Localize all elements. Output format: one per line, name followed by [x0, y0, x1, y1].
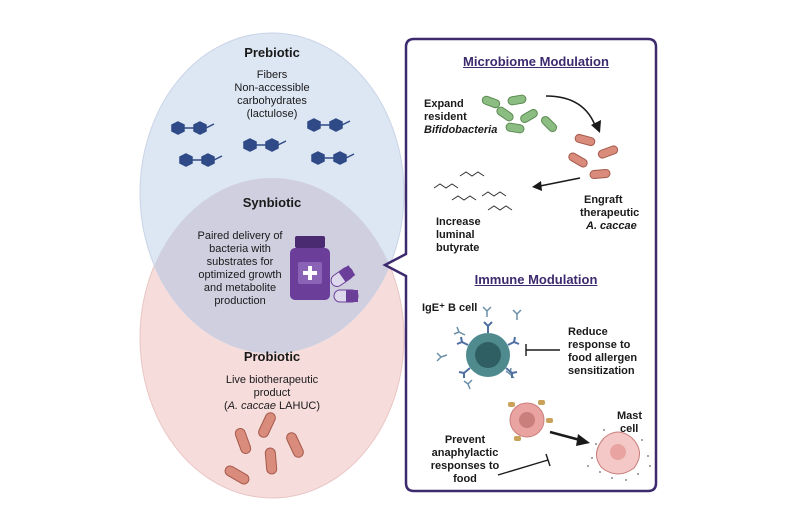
modulation-panel: [382, 37, 658, 493]
prebiotic-line4: (lactulose): [246, 108, 298, 120]
prebiotic-line1: Fibers: [256, 69, 288, 81]
synbiotic-title: Synbiotic: [242, 195, 302, 210]
prebiotic-line2: Non-accessible: [234, 82, 310, 94]
prevent-line: responses to: [430, 460, 500, 472]
probiotic-line2: product: [253, 387, 291, 399]
reduce-line: response to: [568, 339, 631, 351]
synbiotic-line: Paired delivery of: [197, 230, 283, 242]
prevent-line: anaphylactic: [431, 447, 499, 459]
fiber-molecule-icon: [171, 118, 355, 167]
probiotic-line1: Live biotherapeutic: [225, 374, 319, 386]
expand-line2: resident: [424, 111, 467, 123]
synbiotic-line: optimized growth: [198, 269, 282, 281]
probiotic-title: Probiotic: [243, 349, 301, 364]
synbiotic-line: substrates for: [206, 256, 274, 268]
synbiotic-line: production: [214, 295, 266, 307]
expand-line3: Bifidobacteria: [424, 124, 498, 136]
bifidobacteria-icon: [481, 94, 558, 134]
engraft-line2: therapeutic: [580, 207, 640, 219]
mast-cell-icon: [508, 400, 553, 441]
butyrate-line2: luminal: [436, 229, 475, 241]
caccae-engraft-icon: [568, 133, 619, 180]
mast-line1: Mast: [617, 410, 643, 422]
synbiotic-overlap: [140, 178, 404, 353]
degranulation-arrow: [549, 430, 590, 446]
microbiome-arrows: [532, 95, 601, 191]
reduce-line: food allergen: [568, 352, 638, 364]
inhibition-line: [497, 344, 560, 476]
capsule-icon: [330, 265, 359, 303]
engraft-line1: Engraft: [584, 194, 623, 206]
reduce-line: Reduce: [568, 326, 608, 338]
prevent-line: food: [453, 473, 477, 485]
engraft-line3: A. caccae: [586, 220, 637, 232]
butyrate-line3: butyrate: [436, 242, 480, 254]
synbiotic-line: bacteria with: [209, 243, 271, 255]
probiotic-line3: (A. caccae LAHUC): [224, 400, 320, 412]
butyrate-line1: Increase: [436, 216, 481, 228]
prebiotic-line3: carbohydrates: [237, 95, 307, 107]
synbiotic-line: and metabolite: [203, 282, 277, 294]
mast-line2: cell: [620, 423, 639, 435]
bacteria-rod-icon: [224, 412, 304, 485]
microbiome-title: Microbiome Modulation: [463, 54, 609, 69]
reduce-line: sensitization: [568, 365, 635, 377]
expand-line1: Expand: [424, 98, 464, 110]
pill-bottle-icon: [290, 236, 330, 300]
immune-title: Immune Modulation: [474, 272, 598, 287]
b-cell-icon: [456, 321, 520, 378]
butyrate-molecule-icon: [433, 171, 513, 211]
bcell-label: IgE⁺ B cell: [422, 302, 478, 314]
antibody-icon: [436, 306, 522, 390]
prebiotic-title: Prebiotic: [244, 45, 300, 60]
degranulating-mast-cell-icon: [587, 429, 651, 481]
prevent-line: Prevent: [444, 434, 486, 446]
